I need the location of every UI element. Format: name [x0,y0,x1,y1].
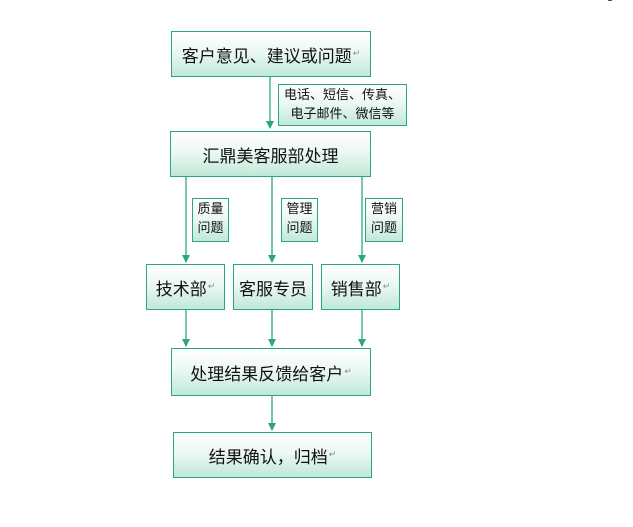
marketing-line-2: 问题 [370,221,397,236]
management-line-2: 问题 [286,221,313,236]
marketing-issue-label: 营销 问题 [365,198,403,242]
result-feedback-box: 处理结果反馈给客户↵ [171,348,371,396]
paragraph-mark: ↵ [382,282,391,292]
tech-dept-text: 技术部 [155,279,207,300]
confirm-archive-text: 结果确认，归档 [208,447,328,468]
confirm-archive-box: 结果确认，归档↵ [173,432,372,478]
stray-mark [608,0,612,1]
quality-line-2: 问题 [197,221,224,236]
paragraph-mark: ↵ [344,367,352,377]
tech-dept-box: 技术部↵ [146,264,225,310]
channels-label: 电话、短信、传真、 电子邮件、微信等 [278,84,407,126]
quality-issue-label: 质量 问题 [192,198,229,242]
service-staff-box: 客服专员 [233,264,313,310]
paragraph-mark: ↵ [328,450,337,460]
channels-line-2: 电子邮件、微信等 [290,107,395,122]
customer-feedback-box: 客户意见、建议或问题↵ [171,31,371,77]
marketing-line-1: 营销 [370,202,397,217]
paragraph-mark: ↵ [207,282,216,292]
customer-feedback-text: 客户意见、建议或问题 [181,46,352,67]
channels-line-1: 电话、短信、传真、 [283,88,401,103]
management-line-1: 管理 [286,202,313,217]
sales-dept-text: 销售部 [330,279,382,300]
service-dept-text: 汇鼎美客服部处理 [202,146,339,167]
service-staff-text: 客服专员 [239,279,307,300]
quality-line-1: 质量 [197,202,224,217]
service-dept-box: 汇鼎美客服部处理 [170,131,371,177]
paragraph-mark: ↵ [352,49,361,59]
result-feedback-text: 处理结果反馈给客户 [190,364,344,385]
management-issue-label: 管理 问题 [281,198,318,242]
sales-dept-box: 销售部↵ [321,264,400,310]
